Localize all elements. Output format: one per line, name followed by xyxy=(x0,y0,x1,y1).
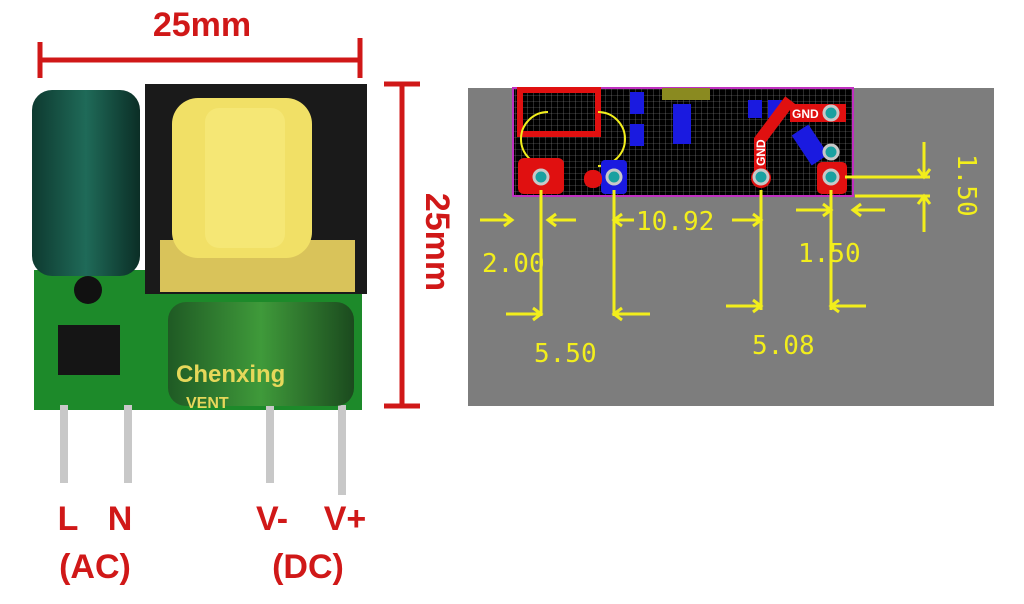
pin-vminus xyxy=(266,405,274,483)
silk-gnd-2: GND xyxy=(754,139,768,166)
silk-gnd-1: GND xyxy=(792,107,819,121)
capacitor-text: VENT xyxy=(186,395,229,412)
width-dimension: 25mm xyxy=(37,6,363,78)
width-label: 25mm xyxy=(153,6,251,44)
dc-label: (DC) xyxy=(272,548,344,586)
dimension-lines xyxy=(480,142,932,322)
dim-ac-pin-spacing: 5.50 xyxy=(534,339,597,369)
pin-l xyxy=(60,405,68,483)
pcb-footprint-diagram: GND GND 2.00 5.50 10.92 5.08 1.50 1.50 xyxy=(468,87,994,406)
pin-n xyxy=(124,405,132,483)
dim-edge-to-pin: 2.00 xyxy=(482,249,545,279)
pin-vplus xyxy=(338,405,346,495)
bridge-rectifier xyxy=(58,325,120,375)
input-capacitor xyxy=(32,90,140,276)
dim-dc-pin-spacing: 5.08 xyxy=(752,331,815,361)
pin-label-l: L xyxy=(58,500,79,538)
dim-ac-to-dc: 10.92 xyxy=(636,207,714,237)
dim-pin-to-bottom: 1.50 xyxy=(951,154,981,217)
pin-label-n: N xyxy=(108,500,133,538)
pin-label-vminus: V- xyxy=(256,500,288,538)
height-dimension: 25mm xyxy=(384,81,456,409)
pin-label-vplus: V+ xyxy=(324,500,367,538)
height-label: 25mm xyxy=(418,193,456,291)
ac-label: (AC) xyxy=(59,548,131,586)
dim-pin-to-edge: 1.50 xyxy=(798,239,861,269)
output-capacitor xyxy=(168,302,354,406)
module-photo: 25mm 25mm Chenxing VENT L N (AC) xyxy=(32,6,456,586)
capacitor-brand: Chenxing xyxy=(176,361,285,388)
